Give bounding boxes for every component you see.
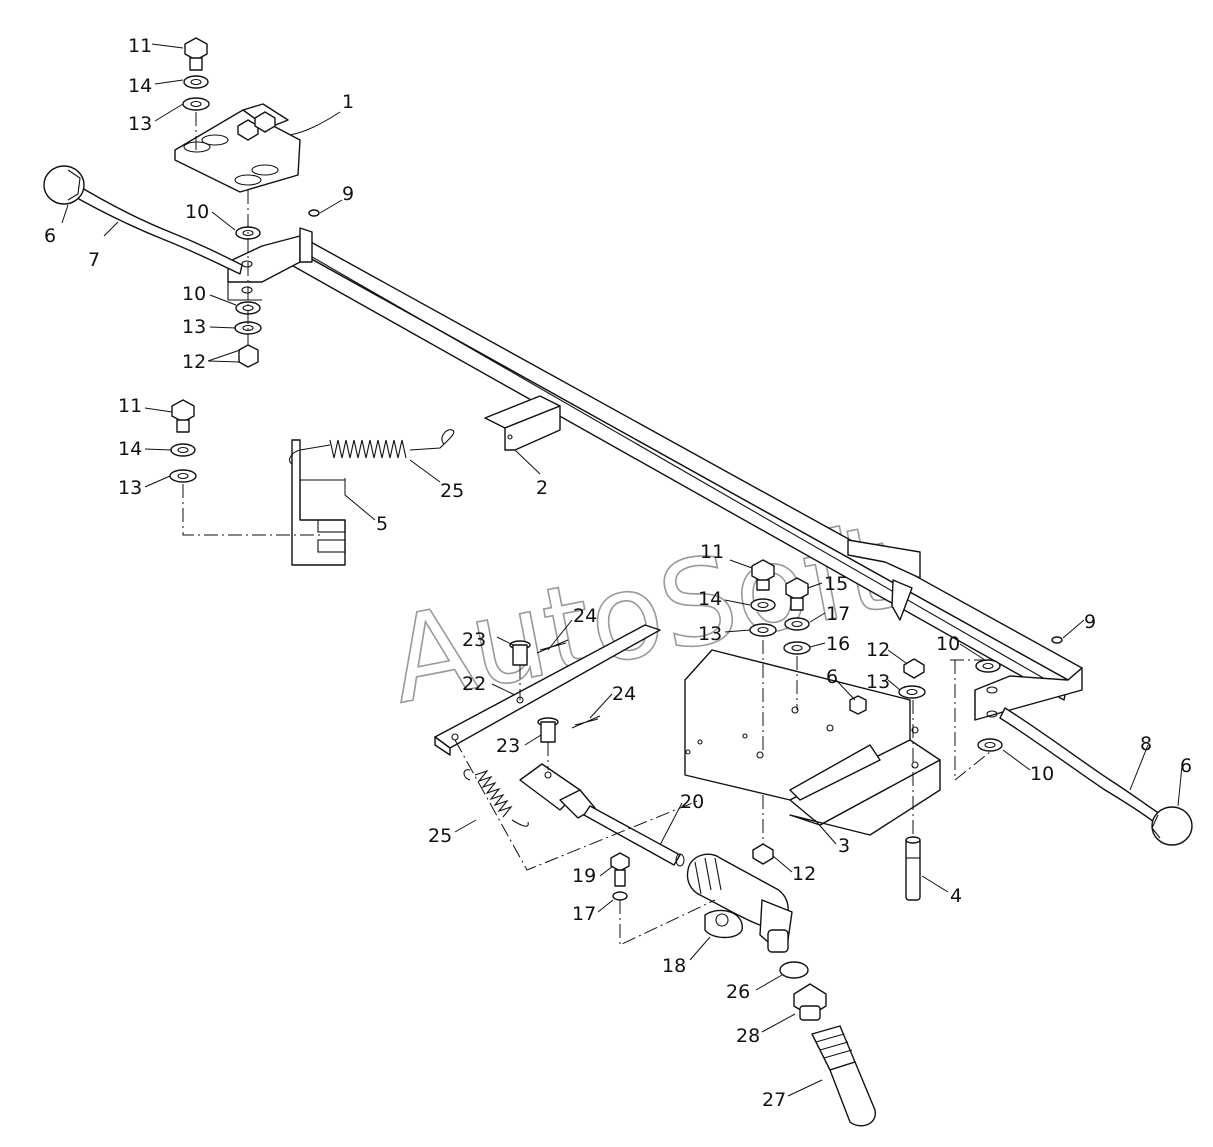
callout-3: 3 xyxy=(838,835,850,857)
callout-15: 15 xyxy=(824,573,848,595)
callout-23: 23 xyxy=(462,629,486,651)
callout-22: 22 xyxy=(462,673,486,695)
callout-16: 16 xyxy=(826,633,850,655)
part-6-knob-left xyxy=(43,165,85,205)
callout-10: 10 xyxy=(185,201,209,223)
callout-5: 5 xyxy=(376,513,388,535)
part-28-nut xyxy=(793,983,827,1021)
assembly-lines xyxy=(182,112,991,946)
callout-25: 25 xyxy=(428,825,452,847)
callout-19: 19 xyxy=(572,865,596,887)
callout-17: 17 xyxy=(572,903,596,925)
part-8-lever-rod xyxy=(999,707,1163,826)
bar-bracket-right xyxy=(974,667,1083,721)
part-24-cotter-lower xyxy=(571,715,601,729)
part-25-spring-bottom xyxy=(463,769,529,827)
part-1-plate xyxy=(174,103,301,193)
part-22-strap xyxy=(434,624,661,756)
part-25-spring-top xyxy=(289,429,455,465)
callout-14: 14 xyxy=(698,588,722,610)
callout-6: 6 xyxy=(44,225,56,247)
callout-11: 11 xyxy=(700,541,724,563)
callout-12: 12 xyxy=(792,863,816,885)
callout-14: 14 xyxy=(118,438,142,460)
callout-28: 28 xyxy=(736,1025,760,1047)
callout-27: 27 xyxy=(762,1089,786,1111)
part-19-bolt xyxy=(610,852,630,887)
part-23-pin-upper xyxy=(509,640,531,666)
part-5-lever-bracket xyxy=(291,439,346,566)
callout-13: 13 xyxy=(698,623,722,645)
part-11-bolt-mid xyxy=(171,399,195,433)
part-6-knob-right xyxy=(1151,806,1193,846)
part-2-bracket xyxy=(484,395,561,451)
callout-6: 6 xyxy=(1180,755,1192,777)
callout-20: 20 xyxy=(680,791,704,813)
part-15-bolt xyxy=(785,577,809,611)
part-26-ring xyxy=(779,961,809,979)
leader-lines xyxy=(61,43,1183,1097)
callout-26: 26 xyxy=(726,981,750,1003)
bar-bracket-left xyxy=(227,227,313,301)
callout-7: 7 xyxy=(88,249,100,271)
callout-labels: 11 14 13 1 10 9 6 7 10 13 12 11 14 13 5 … xyxy=(44,35,1192,1111)
callout-13: 13 xyxy=(118,477,142,499)
callout-11: 11 xyxy=(128,35,152,57)
callout-9: 9 xyxy=(342,183,354,205)
callout-10: 10 xyxy=(182,283,206,305)
part-7-lever-rod xyxy=(69,181,243,275)
part-27-boot xyxy=(811,1025,876,1127)
callout-9: 9 xyxy=(1084,611,1096,633)
callout-24: 24 xyxy=(612,683,636,705)
part-3-base-plate xyxy=(684,649,941,836)
callout-13: 13 xyxy=(866,671,890,693)
part-4-pin xyxy=(905,836,921,901)
part-24-cotter-upper xyxy=(536,639,569,654)
callout-17: 17 xyxy=(826,603,850,625)
part-18-cylinder xyxy=(686,853,793,953)
callout-11: 11 xyxy=(118,395,142,417)
callout-10: 10 xyxy=(1030,763,1054,785)
callout-23: 23 xyxy=(496,735,520,757)
callout-13: 13 xyxy=(182,316,206,338)
callout-4: 4 xyxy=(950,885,962,907)
part-20-clevis-rod xyxy=(519,763,685,867)
callout-8: 8 xyxy=(1140,733,1152,755)
callout-12: 12 xyxy=(182,351,206,373)
part-23-pin-lower xyxy=(537,717,559,743)
callout-24: 24 xyxy=(573,605,597,627)
callout-1: 1 xyxy=(342,91,354,113)
callout-13: 13 xyxy=(128,113,152,135)
center-mount-bracket xyxy=(847,539,921,621)
part-11-bolt-top xyxy=(184,37,208,71)
callout-12: 12 xyxy=(866,639,890,661)
callout-6: 6 xyxy=(826,666,838,688)
callout-14: 14 xyxy=(128,75,152,97)
callout-10: 10 xyxy=(936,633,960,655)
part-11-bolt-right xyxy=(751,559,775,591)
callout-25: 25 xyxy=(440,480,464,502)
callout-18: 18 xyxy=(662,955,686,977)
callout-2: 2 xyxy=(536,477,548,499)
